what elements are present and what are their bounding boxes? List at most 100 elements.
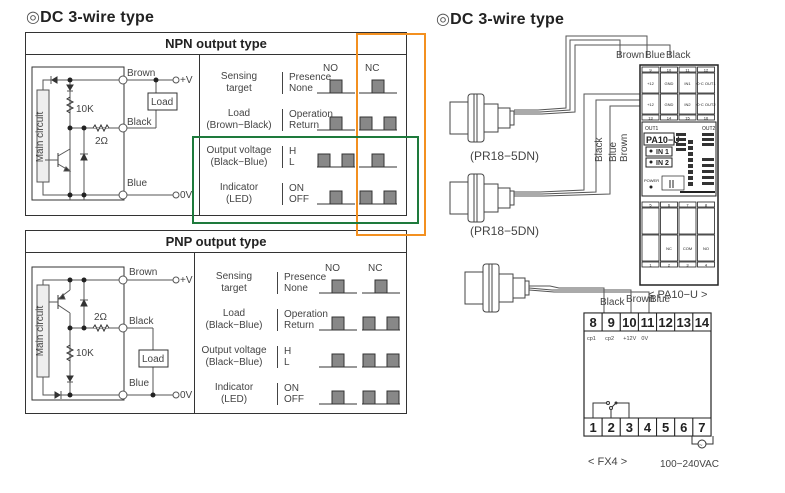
npn-col-nc: NC — [365, 63, 380, 74]
pa10-model-label: PA10−U — [646, 135, 680, 145]
pnp-waveform-nc — [362, 390, 400, 405]
npn-pulse — [329, 190, 343, 205]
pa10-bot-num: 3 — [686, 263, 689, 268]
npn-waveform-no — [317, 116, 355, 131]
pa10-mid-num: 14 — [667, 116, 672, 121]
npn-waveform-no — [317, 79, 355, 94]
pnp-pulse — [374, 279, 388, 294]
left-title: ◎DC 3-wire type — [26, 7, 154, 27]
npn-waveform-no — [317, 190, 355, 205]
pa10-mid-num: 16 — [704, 116, 709, 121]
pa10-top-num: 12 — [704, 68, 709, 73]
npn-pulse — [341, 153, 355, 168]
pnp-circuit-diagram: Main circuit 10K 2Ω Load Brown Black Blu… — [31, 266, 193, 401]
right-title-text: DC 3-wire type — [450, 11, 565, 28]
npn-waveform-nc — [359, 190, 397, 205]
fx4-caption: < FX4 > — [588, 456, 627, 468]
npn-col-no: NO — [323, 63, 338, 74]
fx4-top-terminal-number: 9 — [608, 315, 615, 330]
npn-row-name: Output voltage(Black−Blue) — [206, 145, 272, 168]
pnp-col-nc: NC — [368, 263, 383, 274]
wiring-diagram: (PR18−5DN) (PR18−5DN) Brown Blue Black B… — [449, 35, 719, 470]
pa10-bot-label: NC — [666, 246, 672, 251]
sensor-1-icon — [449, 93, 515, 143]
npn-pulse — [371, 79, 385, 94]
pnp-wire-black: Black — [129, 316, 154, 327]
pnp-load-box — [138, 349, 169, 368]
pnp-pulse — [362, 390, 376, 405]
npn-row-name: Indicator(LED) — [219, 182, 259, 205]
pnp-waveform-no — [319, 279, 357, 294]
npn-pulse — [371, 153, 385, 168]
fx4-wire-brown: Brown — [626, 294, 654, 305]
npn-terminal-plus-v: +V — [180, 75, 193, 86]
npn-load-box — [147, 92, 178, 111]
pa10-mid-label: IN2 — [684, 102, 691, 107]
pnp-pulse — [331, 353, 345, 368]
npn-waveform-no — [317, 153, 355, 168]
pa10-out2: OUT2 — [702, 126, 716, 132]
pnp-wire-blue: Blue — [129, 378, 149, 389]
npn-pulse — [383, 116, 397, 131]
pnp-resistor-10k: 10K — [76, 348, 94, 359]
pa10-in1: IN 1 — [656, 149, 669, 156]
pa10-in2: IN 2 — [656, 160, 669, 167]
title-mark-icon-right: ◎ — [436, 11, 451, 28]
fx4-bottom-terminal-number: 2 — [608, 420, 615, 435]
pa10-vwire-blue: Blue — [608, 142, 619, 162]
pa10-bot-label: COM — [683, 246, 692, 251]
pnp-terminal-0v: 0V — [180, 390, 193, 401]
pnp-waveform-nc — [362, 279, 400, 294]
npn-waveform-nc — [359, 79, 397, 94]
npn-resistor-10k: 10K — [76, 104, 94, 115]
fx4-top-terminal-number: 12 — [658, 315, 672, 330]
pa10-vwire-black: Black — [594, 137, 605, 162]
npn-pulse — [329, 79, 343, 94]
pa10-bot-num: 1 — [649, 263, 652, 268]
npn-wire-black: Black — [127, 117, 152, 128]
fx4-wire-blue: Blue — [650, 294, 670, 305]
nc-column-highlight — [356, 33, 426, 236]
fx4-bottom-terminal-number: 6 — [680, 420, 687, 435]
pnp-divider — [194, 253, 195, 413]
pnp-waveform-no — [319, 316, 357, 331]
pa10-wire-blue: Blue — [645, 50, 665, 61]
pa10-top-label: +12 — [647, 81, 655, 86]
pa10-vwire-brown: Brown — [619, 134, 630, 162]
pnp-waveform-nc — [362, 316, 400, 331]
pa10-top-num: 11 — [685, 68, 690, 73]
pnp-col-no: NO — [325, 263, 340, 274]
npn-wire-blue: Blue — [127, 178, 147, 189]
sensor-3-icon — [464, 263, 530, 313]
npn-waveform-nc — [359, 116, 397, 131]
fx4-top-terminal-number: 14 — [695, 315, 710, 330]
fx4-bottom-terminal-number: 1 — [589, 420, 596, 435]
pnp-terminal-plus-v: +V — [180, 275, 193, 286]
pa10-bot-num-top: 5 — [649, 203, 652, 208]
ac-source-icon: ~ — [699, 443, 703, 449]
pa10-top-label: IN1 — [684, 81, 691, 86]
pnp-waveform-no — [319, 390, 357, 405]
npn-circuit-diagram: Main circuit 10K 2Ω Load Brown Black Blu… — [31, 66, 193, 201]
pnp-pulse — [386, 316, 400, 331]
pa10-mid-label: GND — [665, 102, 674, 107]
pa10-mid-label: +12 — [647, 102, 655, 107]
npn-sensor-box — [31, 66, 125, 201]
npn-divider — [199, 55, 200, 215]
npn-main-circuit-label: Main circuit — [35, 112, 46, 163]
npn-heading: NPN output type — [26, 33, 406, 55]
pa10-top-num: 9 — [649, 68, 652, 73]
pa10-top-label: GND — [665, 81, 674, 86]
pa10-bot-num-top: 8 — [705, 203, 708, 208]
fx4-top-terminal-number: 8 — [589, 315, 596, 330]
